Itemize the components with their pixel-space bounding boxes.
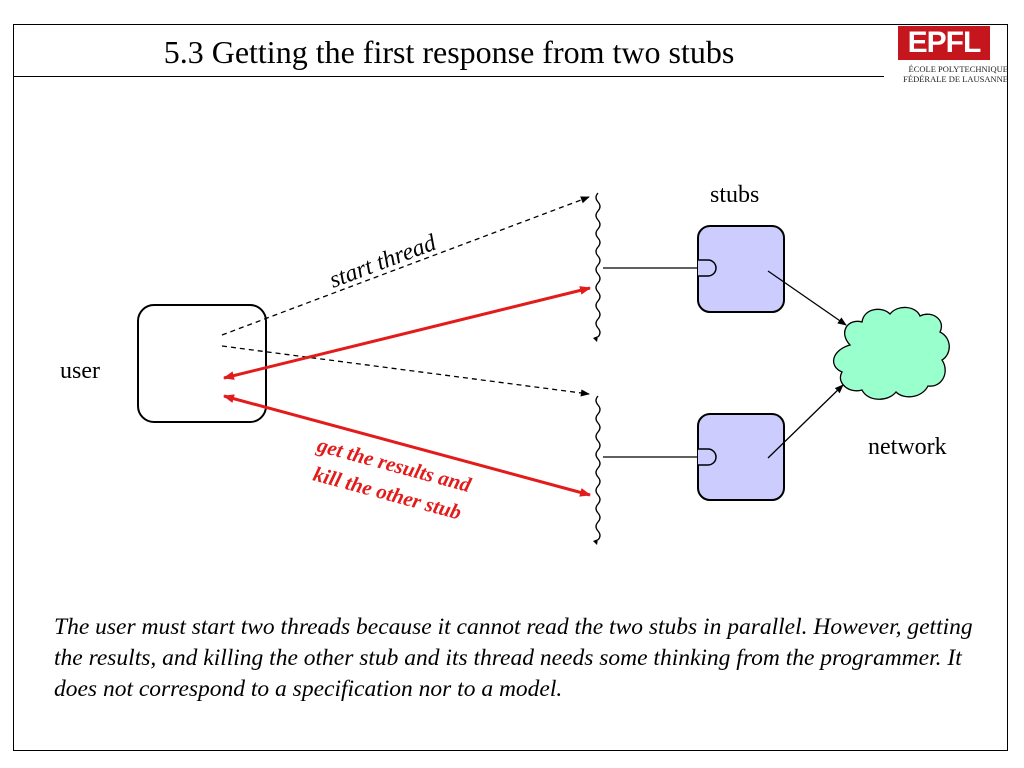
slide-frame <box>13 24 1008 751</box>
result-arrow-lower <box>222 394 592 497</box>
slide-title: 5.3 Getting the first response from two … <box>163 34 735 70</box>
stub-bottom-port <box>698 448 717 466</box>
stub-top-port <box>698 259 717 277</box>
stubs-label: stubs <box>710 182 759 208</box>
thread-bottom-end-arrow <box>593 539 598 545</box>
start-thread-arrow-bottom <box>221 345 590 397</box>
thread-top-end-arrow <box>593 336 598 342</box>
user-label: user <box>60 358 100 384</box>
caption-paragraph: The user must start two threads because … <box>54 614 973 702</box>
title-rule <box>13 76 884 77</box>
stub-bottom-to-network-arrow <box>767 384 844 459</box>
stub-top-to-network-arrow <box>767 270 847 326</box>
user-box <box>137 304 267 423</box>
network-label: network <box>868 434 947 460</box>
start-thread-label: start thread <box>326 230 441 294</box>
epfl-logo-mark-text: EPFL <box>907 26 982 59</box>
epfl-logo-line2: FÉDÉRALE DE LAUSANNE <box>903 74 1008 84</box>
epfl-logo-line1: ÉCOLE POLYTECHNIQUE <box>908 64 1009 74</box>
epfl-logo-mark: EPFL <box>898 26 990 60</box>
epfl-logo: EPFL ÉCOLE POLYTECHNIQUE FÉDÉRALE DE LAU… <box>884 24 1008 88</box>
thread-top-wave <box>595 192 601 338</box>
result-arrow-upper <box>222 286 592 380</box>
network-cloud <box>832 306 950 400</box>
thread-bottom-wave <box>595 395 601 541</box>
